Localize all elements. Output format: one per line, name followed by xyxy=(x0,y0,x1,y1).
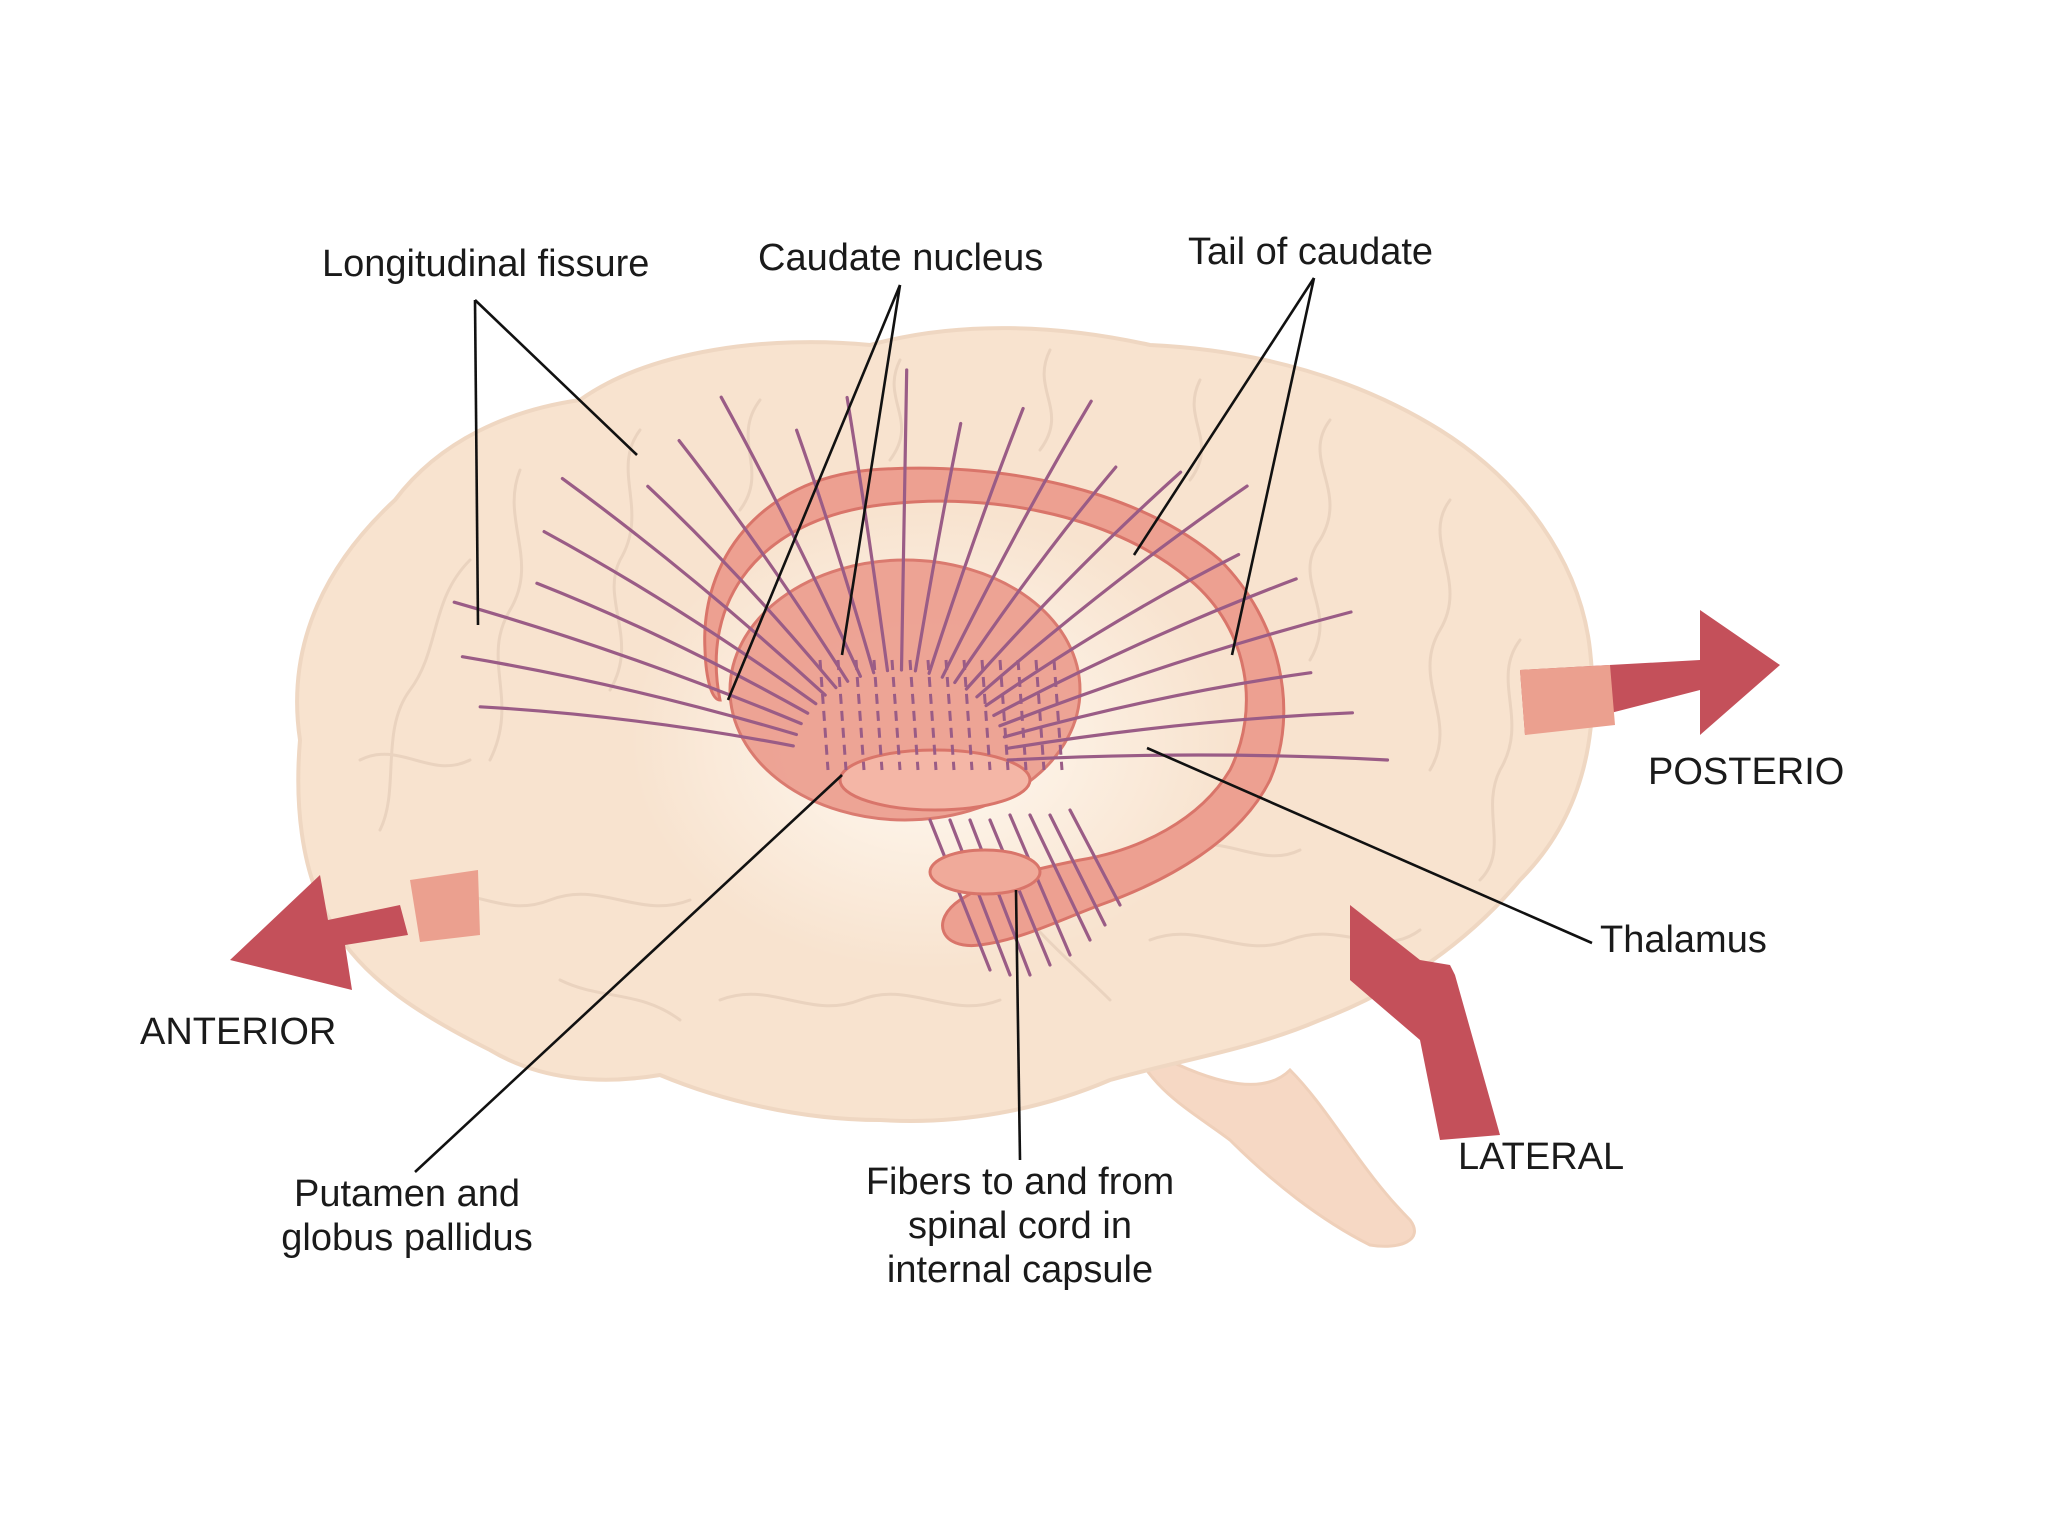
label-tail-of-caudate: Tail of caudate xyxy=(1188,231,1434,273)
posterior-arrow xyxy=(1520,610,1780,735)
fiber xyxy=(1005,711,1354,750)
anterior-arrow xyxy=(230,870,480,990)
fiber xyxy=(535,581,810,715)
fiber xyxy=(1006,753,1390,762)
fiber xyxy=(542,530,818,706)
fiber xyxy=(795,428,876,675)
label-putamen-line2: globus pallidus xyxy=(281,1217,533,1259)
label-longitudinal-fissure: Longitudinal fissure xyxy=(322,243,650,285)
fiber xyxy=(646,484,838,690)
fiber xyxy=(560,477,827,697)
brainstem xyxy=(1127,1036,1416,1248)
fiber xyxy=(1002,671,1313,739)
fiber xyxy=(452,600,803,726)
fiber-dashed xyxy=(980,659,992,771)
label-caudate-nucleus: Caudate nucleus xyxy=(758,237,1044,279)
fiber-dashed xyxy=(818,659,830,771)
corona-radiata-fibers xyxy=(452,368,1390,771)
label-putamen-line1: Putamen and xyxy=(293,1173,521,1215)
fiber xyxy=(992,577,1298,717)
fiber-dashed xyxy=(1016,659,1028,771)
fiber xyxy=(927,406,1025,675)
fiber xyxy=(940,399,1093,679)
fiber xyxy=(845,395,890,673)
fiber xyxy=(460,655,798,737)
label-lateral: LATERAL xyxy=(1458,1136,1625,1178)
fiber-dashed xyxy=(854,659,866,771)
fiber xyxy=(899,368,909,672)
label-fibers-line2: spinal cord in xyxy=(908,1205,1132,1247)
lateral-arrow xyxy=(1350,905,1500,1140)
fiber xyxy=(964,470,1183,691)
fiber-dashed xyxy=(926,659,938,771)
fiber-dashed xyxy=(998,659,1010,771)
thalamus-shape xyxy=(928,848,1042,896)
label-fibers-line3: internal capsule xyxy=(886,1249,1154,1291)
fiber-dashed xyxy=(1052,659,1064,771)
label-anterior: ANTERIOR xyxy=(140,1011,337,1053)
fiber-dashed xyxy=(890,659,902,771)
fiber-dashed xyxy=(944,659,956,771)
fiber-dashed xyxy=(908,659,920,771)
fiber xyxy=(975,484,1249,699)
label-thalamus: Thalamus xyxy=(1600,919,1767,961)
internal-capsule-fibers xyxy=(928,808,1122,977)
fiber xyxy=(677,439,850,683)
fiber xyxy=(719,395,862,678)
label-fibers-line1: Fibers to and from xyxy=(865,1161,1175,1203)
fiber xyxy=(998,610,1353,728)
fiber xyxy=(913,421,963,673)
label-fibers-internal-capsule: Fibers to and from spinal cord in intern… xyxy=(855,1160,1185,1292)
fiber-dashed xyxy=(836,659,848,771)
fiber-dashed xyxy=(872,659,884,771)
fiber xyxy=(953,465,1118,685)
label-putamen-globus-pallidus: Putamen and globus pallidus xyxy=(272,1172,542,1260)
label-posterior: POSTERIO xyxy=(1648,751,1845,793)
putamen-shape xyxy=(728,558,1082,822)
fiber xyxy=(478,705,795,748)
fiber-dashed xyxy=(962,659,974,771)
fiber-dashed xyxy=(1034,659,1046,771)
leader-lines xyxy=(414,277,1593,1173)
